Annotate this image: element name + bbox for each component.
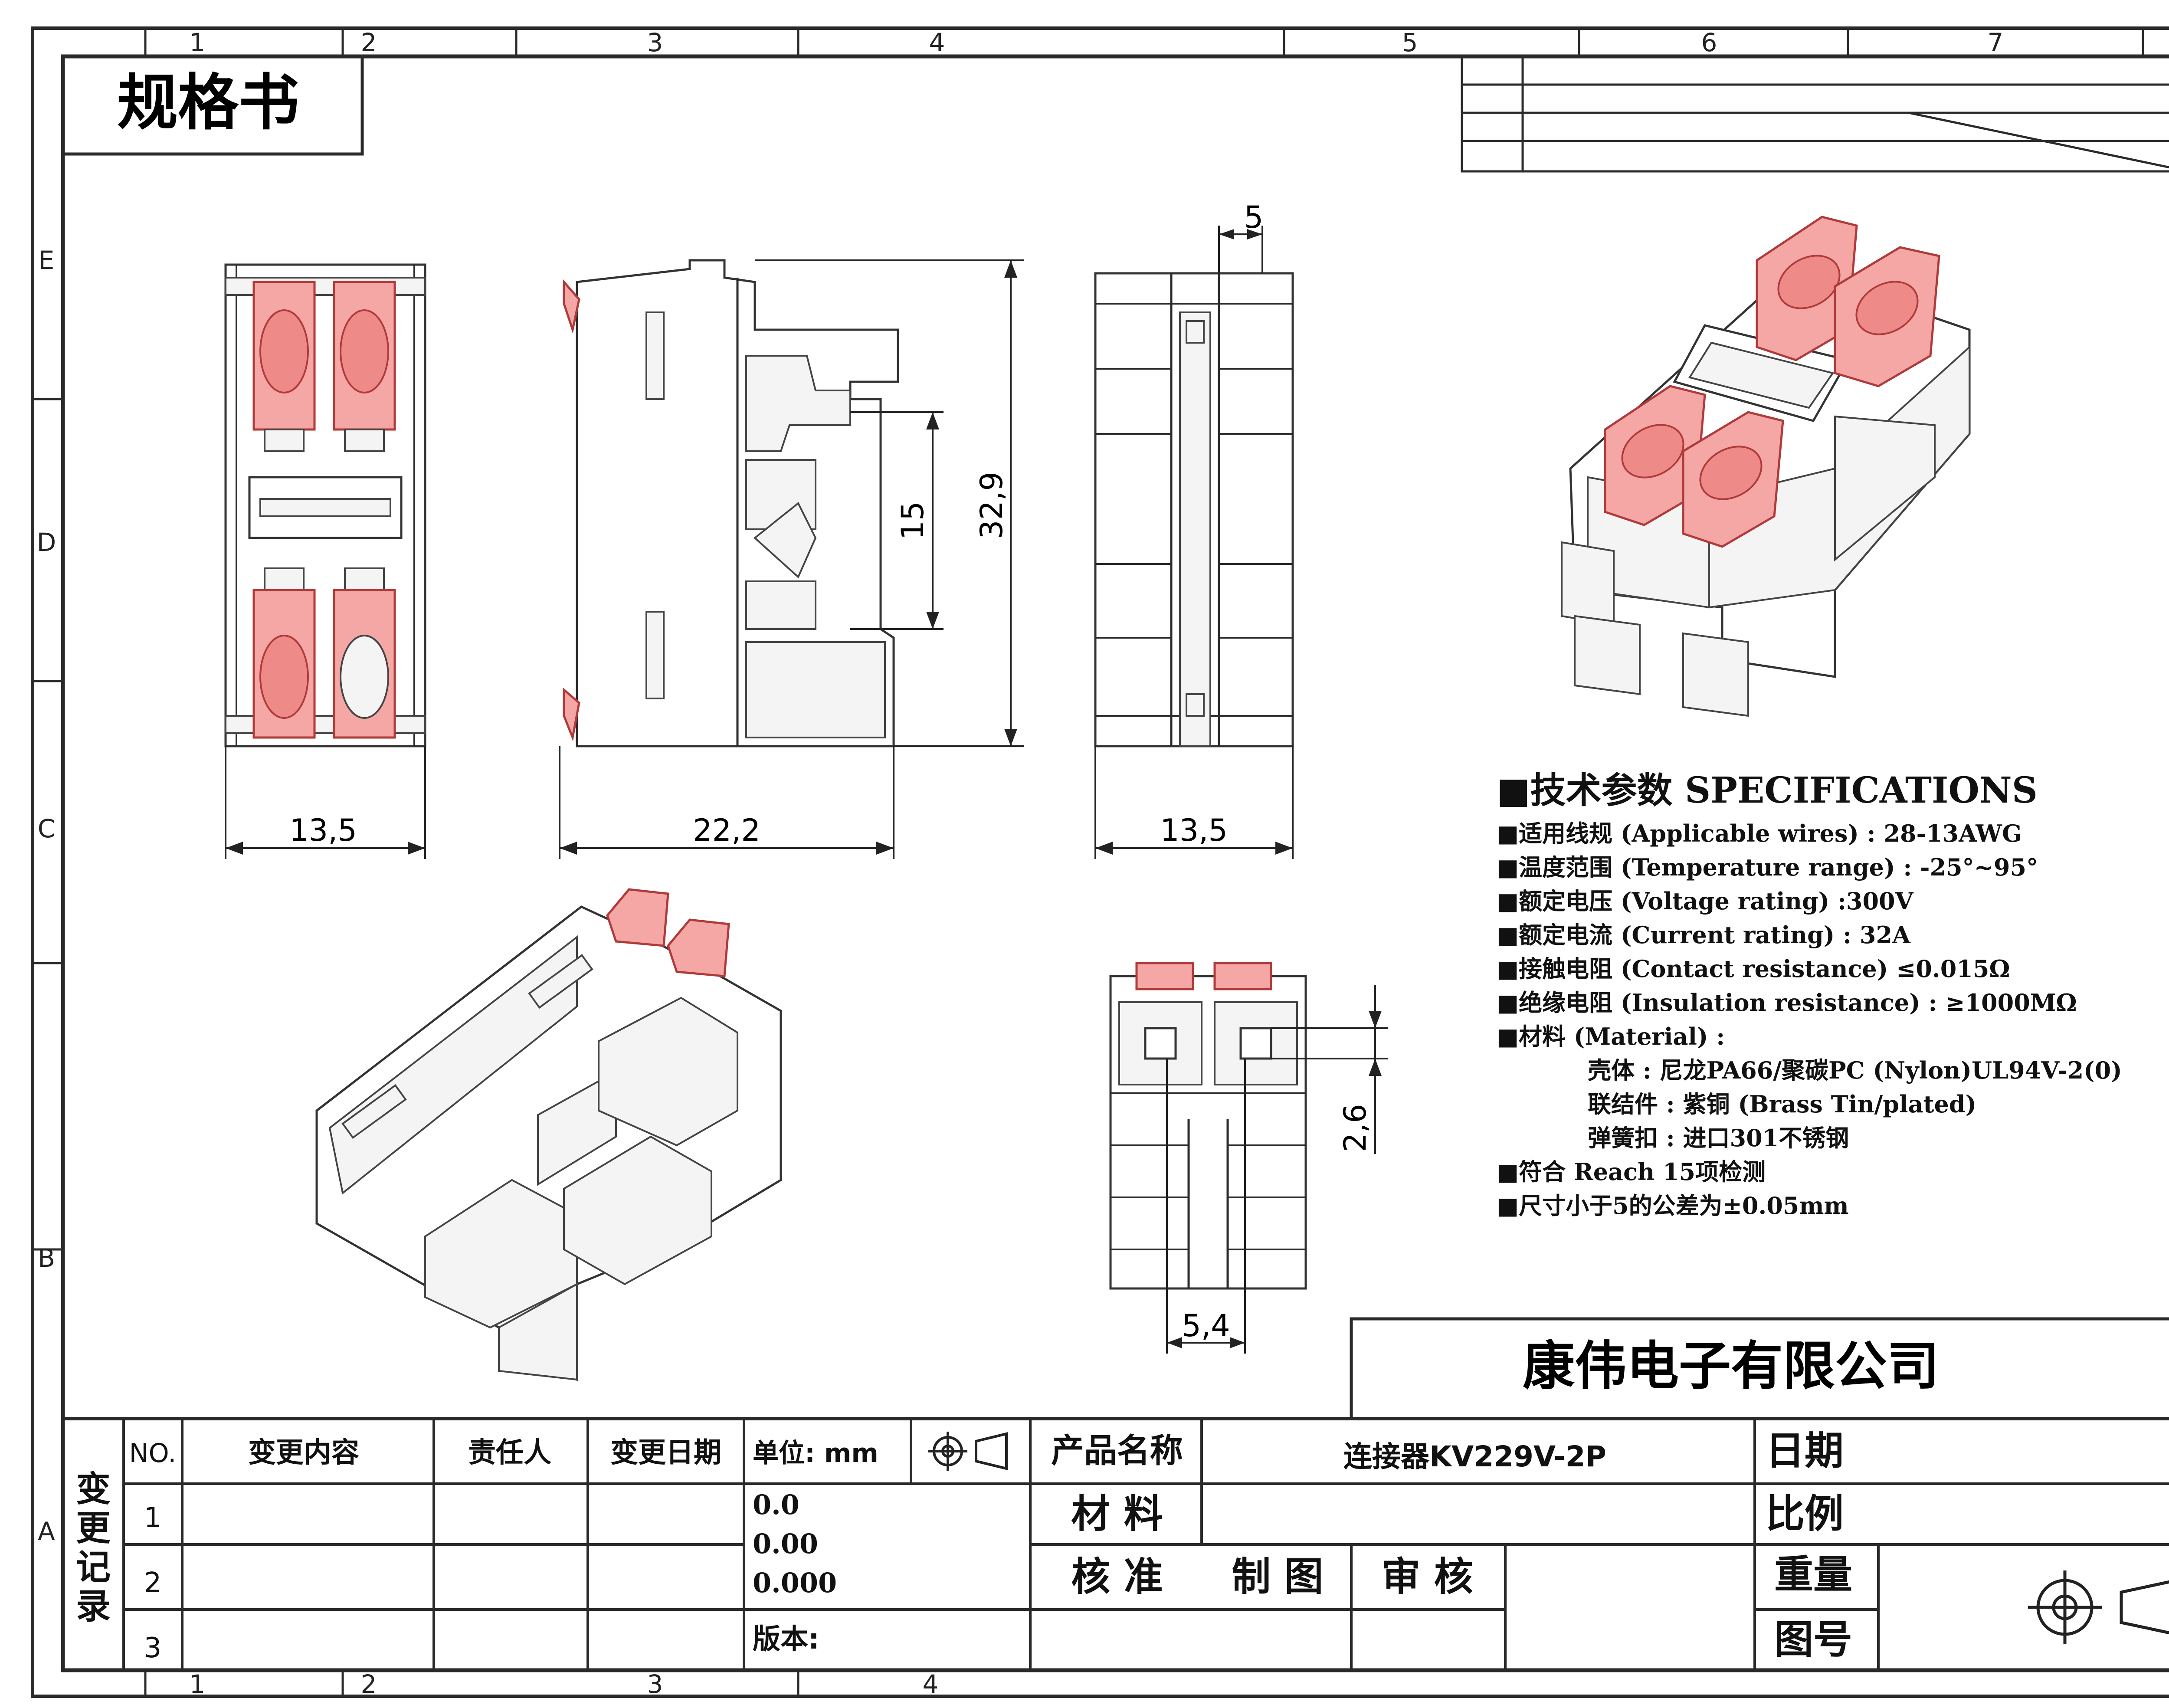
zone-col-2: 2 <box>361 28 377 57</box>
isometric-view-top <box>1561 216 1971 717</box>
change-record-label-2: 更 <box>76 1508 111 1548</box>
zone-col-5: 5 <box>1402 28 1418 57</box>
projection-symbol-icon <box>2028 1570 2169 1644</box>
dim-front-view-gap: 2,6 <box>1337 1104 1373 1152</box>
drawing-no-label: 图号 <box>1774 1617 1852 1662</box>
change-record-label-4: 录 <box>76 1586 111 1626</box>
top-view: 13,5 <box>224 263 426 859</box>
dim-side-view-width: 22,2 <box>693 813 760 848</box>
zone-col-bottom-1: 1 <box>190 1669 206 1699</box>
no-header: NO. <box>129 1438 177 1469</box>
projection-symbol-icon <box>928 1432 1008 1471</box>
spec-line: 壳体 : 尼龙PA66/聚碳PC (Nylon)UL94V-2(0) <box>1588 1056 2122 1084</box>
responsible-header: 责任人 <box>468 1437 551 1469</box>
zone-row-d: D <box>37 528 56 557</box>
specifications-block: ■技术参数 SPECIFICATIONS ■适用线规 (Applicable w… <box>1497 770 2122 1220</box>
spec-line: ■适用线规 (Applicable wires) : 28-13AWG <box>1497 820 2022 847</box>
dim-end-view-width: 13,5 <box>1160 813 1228 848</box>
dim-front-view-pitch: 5,4 <box>1182 1308 1230 1344</box>
spec-line: ■额定电压 (Voltage rating) :300V <box>1497 887 1914 915</box>
title-block <box>61 1417 2169 1672</box>
spec-line: 联结件 : 紫铜 (Brass Tin/plated) <box>1588 1090 1976 1118</box>
zone-col-6: 6 <box>1701 28 1717 57</box>
dim-top-view-width: 13,5 <box>289 813 357 848</box>
revision-grid <box>1461 55 2169 173</box>
spec-line: ■绝缘电阻 (Insulation resistance) : ≥1000MΩ <box>1497 989 2077 1016</box>
change-row-no: 2 <box>144 1567 162 1599</box>
zone-col-1: 1 <box>190 28 206 57</box>
change-record-label-3: 记 <box>76 1547 111 1587</box>
spec-line: ■尺寸小于5的公差为±0.05mm <box>1497 1192 1849 1220</box>
change-record-label-1: 变 <box>76 1469 111 1509</box>
scale-label: 比例 <box>1766 1491 1844 1537</box>
company-name: 康伟电子有限公司 <box>1523 1336 1939 1397</box>
weight-label: 重量 <box>1774 1552 1852 1597</box>
spec-heading: ■技术参数 SPECIFICATIONS <box>1497 770 2038 811</box>
drawn-label: 制 图 <box>1232 1554 1323 1600</box>
spec-line: 弹簧扣 : 进口301不锈钢 <box>1588 1124 1849 1152</box>
spec-line: ■符合 Reach 15项检测 <box>1497 1158 1766 1186</box>
change-content-header: 变更内容 <box>248 1437 359 1469</box>
tolerance-2: 0.00 <box>753 1528 818 1560</box>
product-name-label: 产品名称 <box>1051 1431 1183 1470</box>
tolerance-1: 0.0 <box>753 1489 799 1521</box>
zone-col-7: 7 <box>1988 28 2004 57</box>
version-label: 版本: <box>753 1623 819 1656</box>
date-label: 日期 <box>1766 1428 1844 1474</box>
dim-end-view-top: 5 <box>1244 200 1264 235</box>
sheet-title-box: 规格书 <box>61 55 364 156</box>
zone-col-bottom-2: 2 <box>361 1669 377 1699</box>
check-label: 审 核 <box>1381 1554 1473 1600</box>
zone-row-b: B <box>38 1243 55 1273</box>
product-name: 连接器KV229V-2P <box>1343 1440 1606 1473</box>
spec-line: ■温度范围 (Temperature range) : -25°~95° <box>1497 853 2038 881</box>
unit-label: 单位: mm <box>753 1438 878 1469</box>
change-row-no: 3 <box>144 1632 162 1664</box>
dim-side-view-height: 32,9 <box>974 472 1009 539</box>
end-view: 5 13,5 <box>1094 200 1294 859</box>
zone-col-bottom-4: 4 <box>923 1669 939 1699</box>
zone-row-e: E <box>39 246 55 275</box>
zone-row-c: C <box>38 814 56 843</box>
front-view: 2,6 5,4 <box>1109 962 1388 1354</box>
change-row-no: 1 <box>144 1502 162 1534</box>
zone-col-4: 4 <box>929 28 945 57</box>
change-date-header: 变更日期 <box>610 1437 721 1469</box>
side-view: 32,9 15 22,2 <box>559 259 1024 859</box>
spec-line: ■材料 (Material) : <box>1497 1023 1725 1050</box>
spec-line: ■额定电流 (Current rating) : 32A <box>1497 921 1911 949</box>
zone-col-bottom-3: 3 <box>647 1669 663 1699</box>
spec-line: ■接触电阻 (Contact resistance) ≤0.015Ω <box>1497 955 2010 983</box>
dim-side-view-rail: 15 <box>895 501 931 540</box>
zone-col-3: 3 <box>647 28 663 57</box>
approve-label: 核 准 <box>1071 1554 1163 1600</box>
company-box: 康伟电子有限公司 <box>1350 1317 2169 1420</box>
material-label: 材 料 <box>1071 1491 1163 1537</box>
tolerance-3: 0.000 <box>753 1567 837 1599</box>
zone-row-a: A <box>38 1517 55 1546</box>
sheet-title: 规格书 <box>117 68 299 138</box>
isometric-view-bottom <box>315 888 782 1382</box>
